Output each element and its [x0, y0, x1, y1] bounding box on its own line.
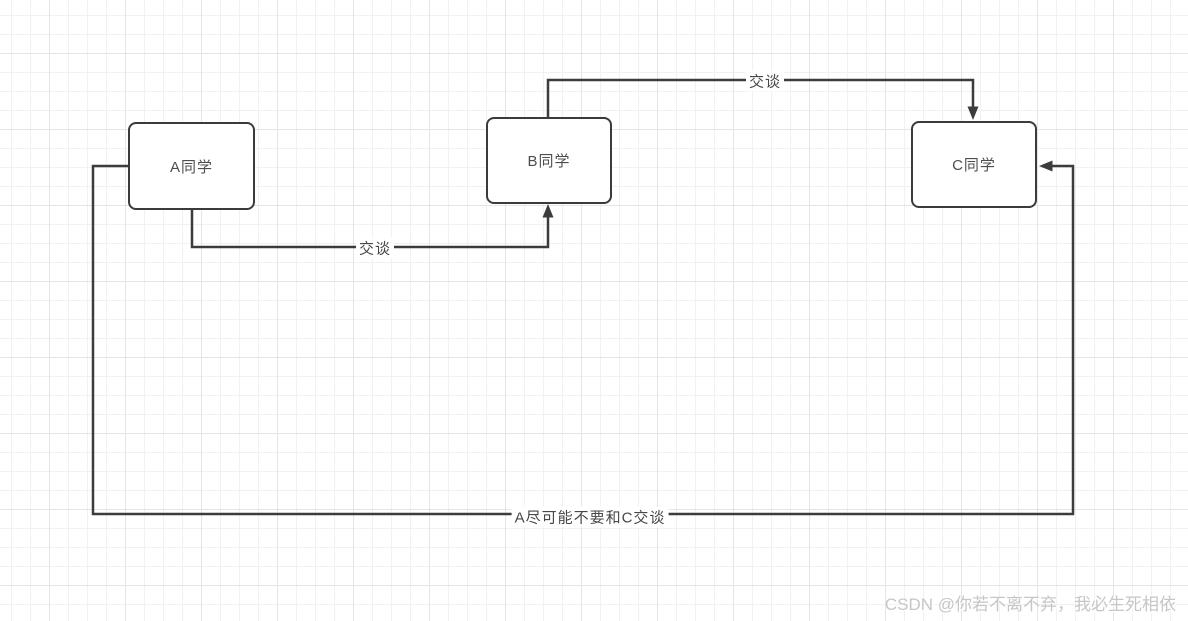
node-student-a-label: A同学: [169, 158, 213, 176]
edge-b-to-c-arrowhead-icon: [967, 106, 979, 120]
node-student-b: B同学: [486, 117, 612, 204]
edge-a-to-b-arrowhead-icon: [542, 204, 554, 218]
csdn-watermark: CSDN @你若不离不弃，我必生死相依: [884, 595, 1176, 614]
edge-b-to-c-label: 交谈: [745, 70, 785, 92]
node-student-a: A同学: [128, 122, 255, 210]
edge-a-to-b-label: 交谈: [355, 237, 395, 259]
node-student-c: C同学: [911, 121, 1037, 208]
edge-a-to-c: [91, 160, 1075, 516]
node-student-b-label: B同学: [527, 153, 571, 170]
edge-a-to-c-label: A尽可能不要和C交谈: [511, 506, 669, 528]
edge-a-to-c-arrowhead-icon: [1039, 160, 1053, 172]
edge-a-to-c-line: [91, 164, 1075, 516]
node-student-c-label: C同学: [952, 157, 996, 174]
